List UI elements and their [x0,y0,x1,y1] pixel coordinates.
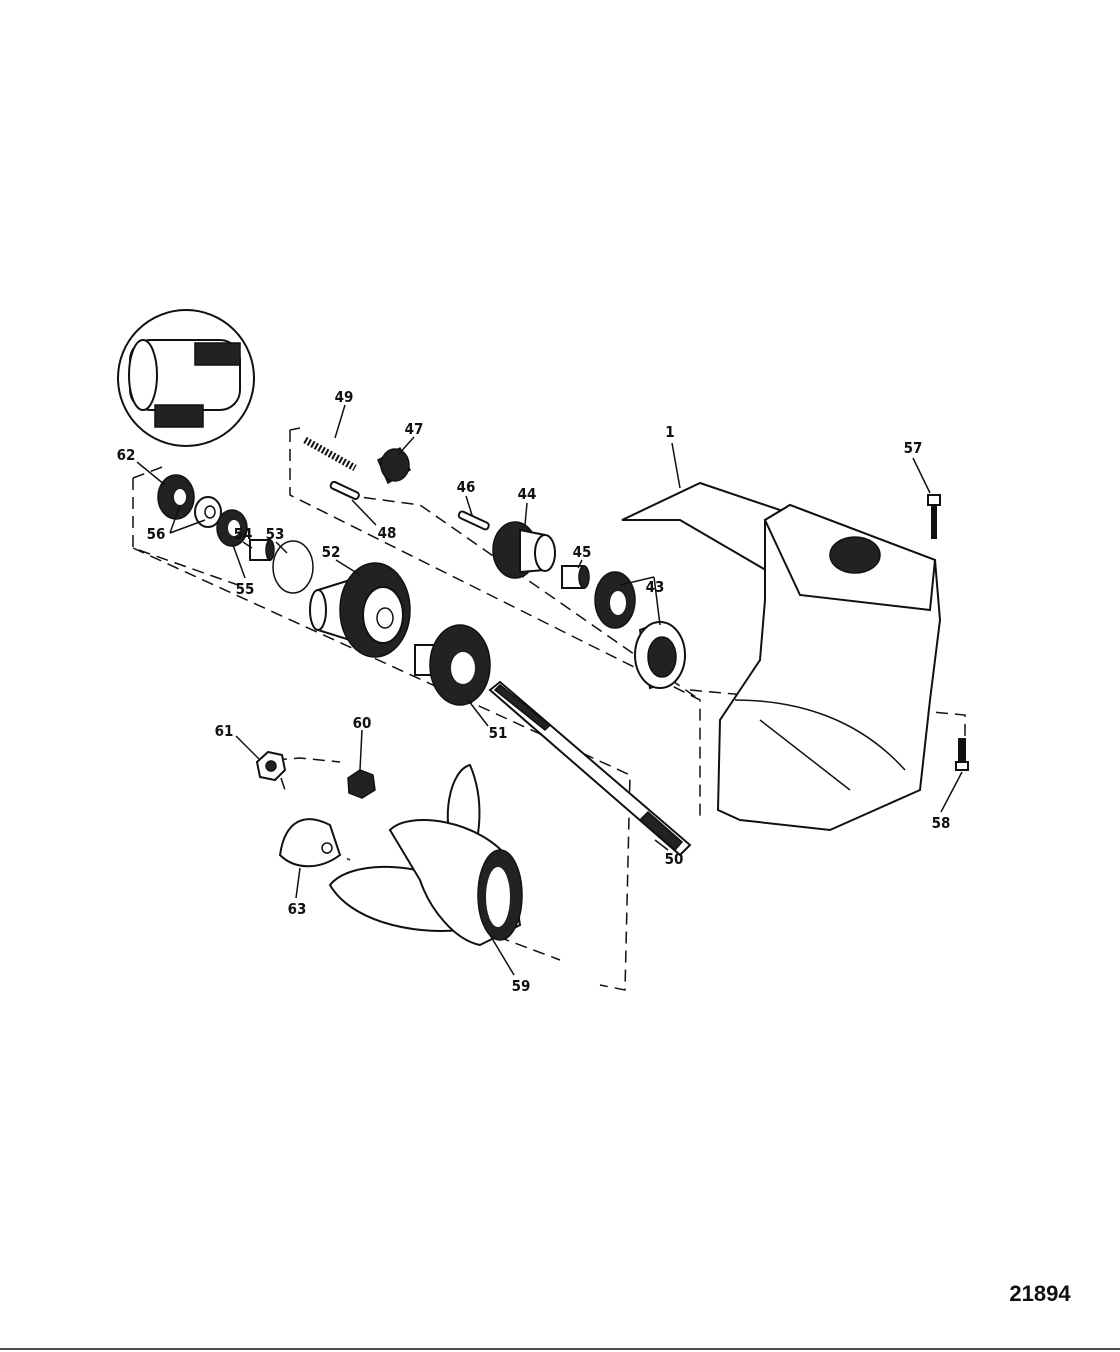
callout-1: 1 [665,423,674,441]
callout-58: 58 [932,814,951,832]
part-43-bearing [594,571,686,690]
part-46-pin [457,510,490,531]
callout-56: 56 [147,525,166,543]
callout-57: 57 [904,439,923,457]
part-60-nut [347,769,376,799]
part-62-washer [157,474,195,520]
callout-50: 50 [665,850,684,868]
callout-44: 44 [518,485,537,503]
callout-51: 51 [489,724,508,742]
part-50-propeller-shaft [488,680,692,857]
part-1-gear-housing [621,481,942,832]
part-57-screw [927,494,941,539]
part-44-gear [492,521,556,579]
callout-61: 61 [215,722,234,740]
callout-60: 60 [353,714,372,732]
part-51-gear [414,624,491,706]
callout-55: 55 [236,580,255,598]
callout-48: 48 [378,524,397,542]
callout-52: 52 [322,543,341,561]
part-54-bushing [249,539,275,561]
part-47-clutch [377,446,411,485]
callout-53: 53 [266,525,285,543]
callout-45: 45 [573,543,592,561]
callout-62: 62 [117,446,136,464]
callout-59: 59 [512,977,531,995]
callout-47: 47 [405,420,424,438]
part-59-propeller [328,763,523,947]
callout-49: 49 [335,388,354,406]
part-52-bearing-carrier [309,562,411,658]
callout-43: 43 [646,578,665,596]
bearing-detail-inset [117,309,255,447]
part-58-screw [955,738,969,771]
part-63-cone [278,818,342,868]
part-56-washer [194,496,222,528]
callout-54: 54 [234,525,253,543]
callout-46: 46 [457,478,476,496]
part-55-seal [216,509,248,547]
part-61-nut [255,750,287,782]
part-53-o-ring [272,540,314,594]
figure-number: 21894 [1009,1281,1071,1306]
callout-63: 63 [288,900,307,918]
part-49-spring [303,436,357,472]
part-48-pin [329,480,360,500]
part-45-bushing [561,565,590,589]
leader-lines [136,404,963,976]
